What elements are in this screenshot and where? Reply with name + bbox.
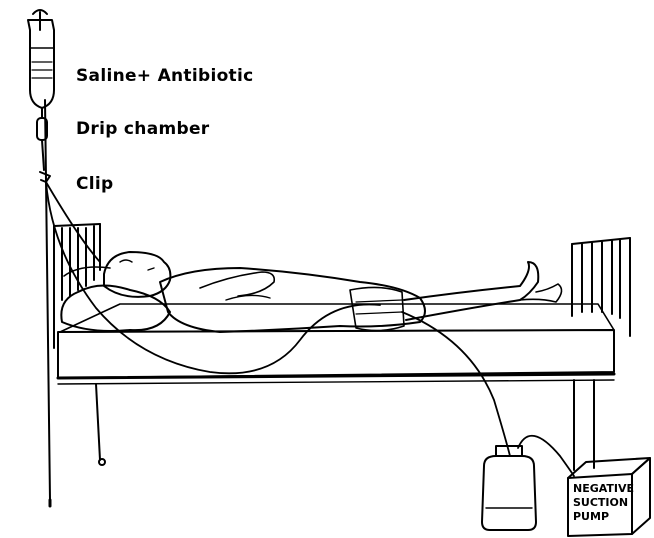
iv-pole <box>45 100 50 500</box>
pump-label-line2: SUCTION <box>573 496 628 509</box>
drip-chamber-label: Drip chamber <box>76 119 209 139</box>
iv-bottle <box>28 20 54 118</box>
bottle-body <box>482 456 536 530</box>
patient-head <box>104 252 170 297</box>
patient <box>104 252 562 332</box>
iv-stand <box>33 10 50 506</box>
patient-torso <box>160 268 425 332</box>
drainage-tube <box>402 312 510 456</box>
clip-label: Clip <box>76 174 114 194</box>
mattress-side <box>58 330 614 378</box>
bed-mattress <box>58 304 614 384</box>
pump-label-line1: NEGATIVE <box>573 482 634 495</box>
drip-tube <box>42 140 44 170</box>
pump-label-line3: PUMP <box>573 510 609 523</box>
bed-footboard <box>572 238 630 336</box>
patient-arm <box>200 272 274 296</box>
collection-bottle <box>482 436 574 530</box>
patient-feet <box>520 284 562 302</box>
saline-antibiotic-label: Saline+ Antibiotic <box>76 66 253 86</box>
iv-bottle-outline <box>28 20 54 108</box>
